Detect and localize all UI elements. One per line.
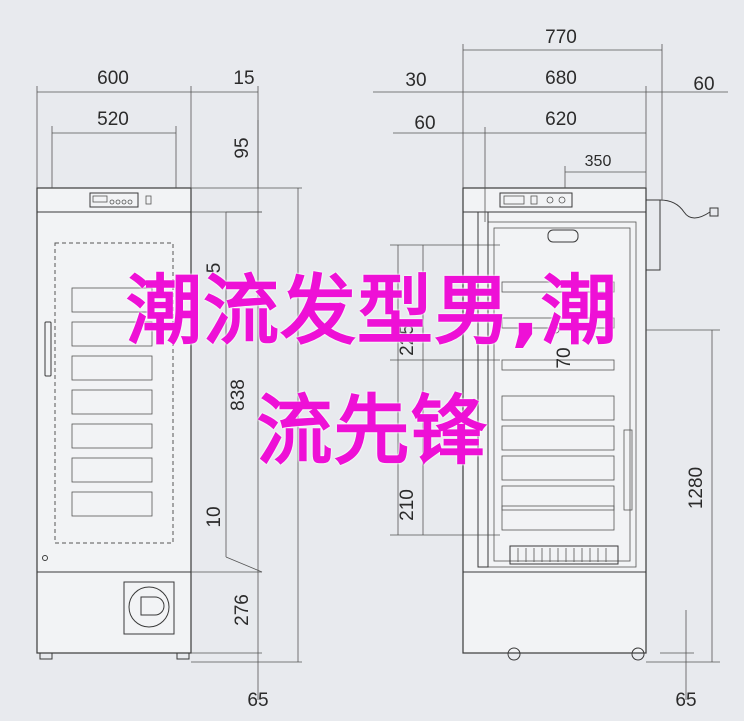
dim-depth: 680 — [545, 68, 577, 89]
overlay-title-line-2: 流先锋 — [256, 386, 488, 475]
control-panel — [89, 192, 139, 208]
dim-shelf-pitch: 225 — [397, 324, 418, 356]
dim-bottom-gap: 10 — [204, 506, 225, 527]
dim-shelf-gap: 70 — [554, 347, 575, 368]
dim-top-height: 95 — [232, 137, 253, 158]
dim-overall-depth: 770 — [545, 27, 577, 48]
door-handle — [44, 321, 52, 377]
dim-inner-width: 520 — [97, 109, 129, 130]
dim-drawer-section: 838 — [228, 379, 249, 411]
dim-base-height: 276 — [232, 594, 253, 626]
dim-drawer-pitch: 210 — [397, 489, 418, 521]
caster-front — [507, 647, 521, 661]
side-cabinet-outline — [462, 187, 647, 654]
dim-side-gap: 15 — [233, 68, 254, 89]
side-view — [373, 44, 728, 700]
dim-gap-small: 5 — [204, 263, 225, 274]
overlay-title-line-1: 潮流发型男,潮 — [126, 266, 618, 355]
power-cord — [646, 199, 711, 219]
dim-width: 600 — [97, 68, 129, 89]
dim-side-foot: 65 — [675, 690, 696, 711]
side-control-panel — [499, 192, 573, 208]
dim-total-height: 1280 — [686, 467, 707, 509]
dim-front-offset: 30 — [405, 70, 426, 91]
plug-icon — [709, 207, 719, 217]
front-shelves — [71, 287, 153, 517]
vent-grille — [509, 545, 619, 565]
dim-rear-offset: 60 — [693, 74, 714, 95]
dim-inner-depth: 620 — [545, 109, 577, 130]
dim-front-foot: 65 — [247, 690, 268, 711]
dim-cord-depth: 350 — [585, 153, 612, 170]
evaporator-unit — [547, 229, 579, 243]
dimension-labels: 600 520 15 95 5 838 10 276 65 770 30 680… — [97, 27, 714, 711]
caster-rear — [631, 647, 645, 661]
glass-door-outline — [54, 242, 174, 544]
side-shelves — [501, 281, 615, 531]
dim-left-offset: 60 — [414, 113, 435, 134]
rear-condenser — [645, 199, 661, 271]
lock-icon — [42, 555, 48, 561]
front-cabinet-outline — [36, 187, 192, 654]
front-view — [36, 86, 302, 700]
chart-recorder — [123, 581, 175, 635]
